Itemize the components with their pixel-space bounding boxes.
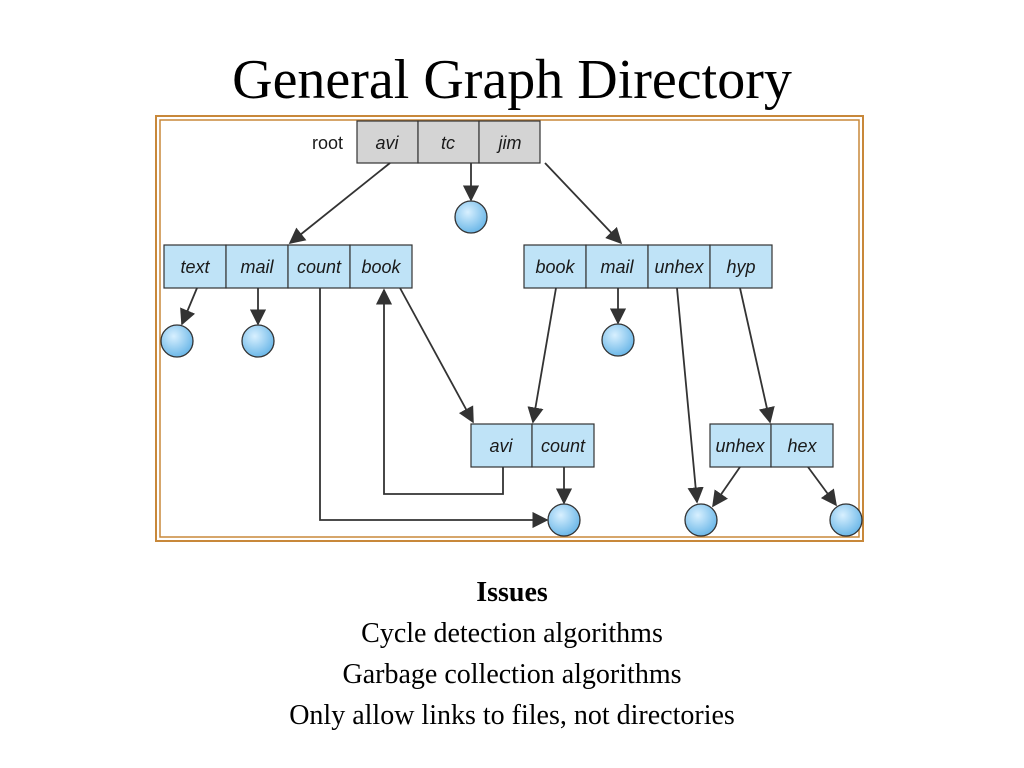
dir-cell [585, 244, 649, 289]
dir-entry-count: count [297, 257, 342, 277]
file-node [160, 324, 194, 358]
dir-cell [647, 244, 711, 289]
dir-cell [523, 244, 587, 289]
dir-cell [709, 423, 772, 468]
hyp-subdirectory: unhex hex [709, 423, 834, 468]
dir-cell [163, 244, 227, 289]
edge-arrow [319, 288, 549, 529]
dir-entry-mail: mail [240, 257, 274, 277]
file-node [547, 503, 581, 537]
edge-arrow [288, 162, 391, 245]
root-dir-entry-jim: jim [496, 133, 522, 153]
file-node [829, 503, 863, 537]
file-node [684, 503, 718, 537]
diagram-frame-outer [155, 115, 864, 542]
dir-cell [470, 423, 533, 468]
shared-subdirectory: avi count [470, 423, 595, 468]
root-dir-entry-tc: tc [441, 133, 455, 153]
dir-entry-avi: avi [489, 436, 513, 456]
edge-arrow [375, 288, 504, 495]
edge-arrow [180, 287, 198, 326]
root-dir-cell [356, 120, 419, 164]
file-node [454, 200, 488, 234]
issue-item: Garbage collection algorithms [342, 659, 682, 690]
dir-entry-book: book [535, 257, 575, 277]
file-node [241, 324, 275, 358]
edge-arrow [527, 287, 557, 424]
file-node [601, 323, 635, 357]
issue-item: Cycle detection algorithms [361, 618, 663, 649]
root-dir-cell [478, 120, 541, 164]
dir-entry-hyp: hyp [726, 257, 755, 277]
root-dir-entry-avi: avi [375, 133, 399, 153]
dir-cell [531, 423, 595, 468]
dir-entry-unhex: unhex [654, 257, 704, 277]
root-label: root [312, 133, 343, 153]
dir-cell [287, 244, 351, 289]
edge-arrow [399, 287, 474, 424]
dir-entry-unhex: unhex [715, 436, 765, 456]
edge-arrow [544, 162, 623, 245]
edge-arrow [739, 287, 775, 424]
dir-cell [349, 244, 413, 289]
dir-entry-mail: mail [600, 257, 634, 277]
directory-graph-diagram: root avi tc jim text mail count book boo… [155, 115, 864, 542]
dir-entry-hex: hex [787, 436, 817, 456]
root-directory: avi tc jim [356, 120, 541, 164]
dir-cell [709, 244, 773, 289]
dir-cell [770, 423, 834, 468]
issues-notes: Issues Cycle detection algorithms Garbag… [0, 572, 1024, 736]
diagram-frame-inner [159, 119, 860, 538]
dir-entry-book: book [361, 257, 401, 277]
dir-entry-count: count [541, 436, 586, 456]
dir-entry-text: text [180, 257, 210, 277]
edge-arrow [807, 466, 837, 507]
directory-edges [180, 162, 837, 529]
slide-title: General Graph Directory [232, 49, 792, 111]
edge-arrow [676, 287, 704, 504]
avi-user-directory: text mail count book [163, 244, 413, 289]
dir-cell [225, 244, 289, 289]
jim-user-directory: book mail unhex hyp [523, 244, 773, 289]
edge-arrow [712, 466, 741, 508]
issues-heading: Issues [476, 577, 548, 608]
issue-item: Only allow links to files, not directori… [289, 700, 735, 731]
